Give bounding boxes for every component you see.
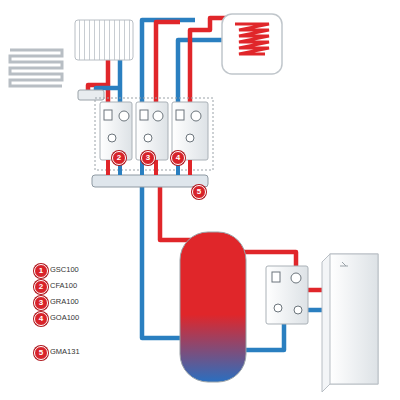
legend-text: CFA100 — [50, 281, 77, 291]
callout-number: 4 — [171, 151, 185, 165]
legend-text: GMA131 — [50, 347, 80, 357]
callout-number: 2 — [39, 282, 43, 291]
callout-number: 2 — [112, 151, 126, 165]
legend-swatch: 5 — [34, 346, 48, 360]
legend-text: GRA100 — [50, 297, 79, 307]
legend-text: GOA100 — [50, 313, 79, 323]
legend-text: GSC100 — [50, 265, 79, 275]
legend-swatch: 2 — [34, 280, 48, 294]
legend-swatch: 3 — [34, 296, 48, 310]
callout-number: 5 — [39, 348, 43, 357]
callout-number: 5 — [192, 185, 206, 199]
legend-swatch: 1 — [34, 264, 48, 278]
callout-number: 3 — [141, 151, 155, 165]
callout-number: 1 — [39, 266, 43, 275]
callout-number: 4 — [39, 314, 43, 323]
legend-swatch: 4 — [34, 312, 48, 326]
callout-number: 3 — [39, 298, 43, 307]
